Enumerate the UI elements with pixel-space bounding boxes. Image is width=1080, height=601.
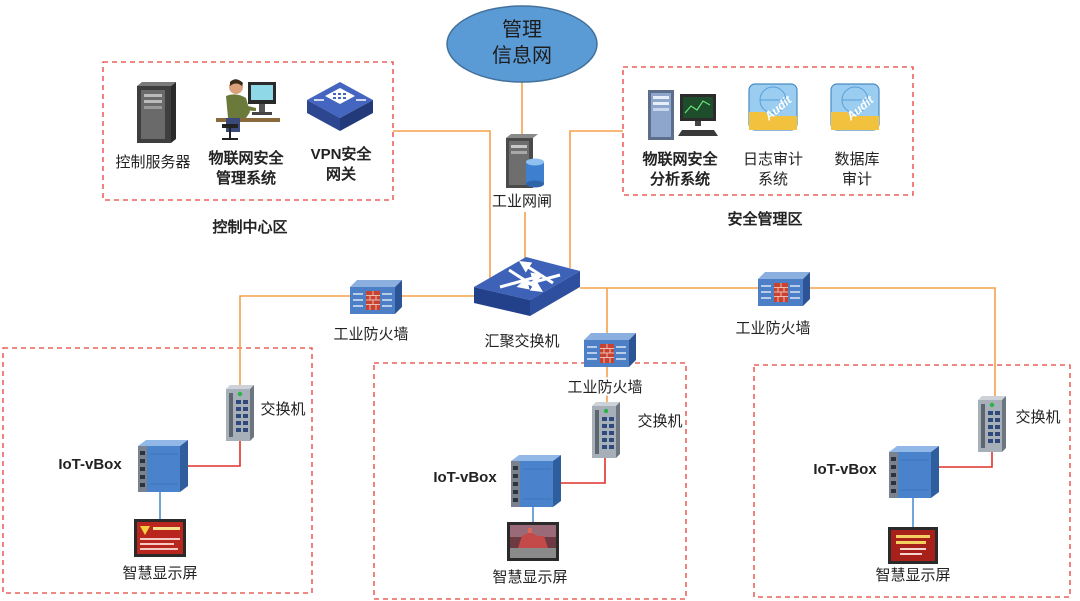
gatekeeper-server-icon [506,134,544,188]
site-left-border [2,347,313,594]
uplink-lines [239,82,996,406]
security-zone-title: 安全管理区 [727,210,802,228]
operator-workstation-icon [216,79,280,140]
firewall-center-label: 工业防火墙 [567,379,642,396]
iot-vbox-icon [138,440,188,492]
site-right-gateway-label: IoT-vBox [813,461,877,478]
management-system-label-line1: 物联网安全 [208,149,284,167]
access-switch-icon [978,396,1006,452]
site-center: 交换机 IoT-vBox 智慧显示屏 [431,402,685,588]
security-zone-border [622,66,914,196]
uplink-security-zone-to-core [569,130,623,268]
firewall-right-label: 工业防火墙 [735,320,810,337]
log-audit-label-line1: 日志审计 [743,151,803,168]
firewall-icon [584,333,636,367]
database-audit-label-line1: 数据库 [834,151,879,168]
control-server-label: 控制服务器 [115,154,190,171]
gateway-link-center [559,454,606,484]
database-audit-label-line2: 审计 [842,171,872,188]
site-center-border [373,362,687,600]
site-center-gateway-label: IoT-vBox [433,469,497,486]
core-switch-label: 汇聚交换机 [484,332,559,350]
site-left-display-label: 智慧显示屏 [122,564,197,582]
gateway-link-right [937,448,993,468]
smart-display-icon [134,519,186,557]
firewall-icon [758,272,810,306]
management-network-label-line2: 信息网 [492,44,552,67]
smart-display-icon [507,522,559,561]
analysis-workstation-icon [648,90,718,140]
site-center-display-label: 智慧显示屏 [492,568,567,586]
access-switch-icon [226,385,254,441]
access-switch-icon [592,402,620,458]
management-system-label-line2: 管理系统 [216,169,276,187]
vpn-gateway-label-line2: 网关 [326,165,356,183]
control-zone-title: 控制中心区 [212,218,287,236]
site-right-border [753,364,1071,598]
site-right: 交换机 IoT-vBox 智慧显示屏 [811,396,1063,586]
uplink-control-zone-to-core [393,130,491,278]
management-network-label-line1: 管理 [502,18,542,41]
site-left: 交换机 IoT-vBox 智慧显示屏 [56,385,308,584]
site-right-display-label: 智慧显示屏 [875,566,950,584]
firewall-left-label: 工业防火墙 [333,326,408,343]
vpn-gateway-icon [307,82,373,131]
gatekeeper-label: 工业网闸 [492,193,552,210]
iot-vbox-icon [511,455,561,507]
site-right-switch-label: 交换机 [1015,408,1060,426]
control-zone-border [102,61,394,201]
vpn-gateway-label-line1: VPN安全 [311,145,373,163]
smart-display-icon [888,527,938,564]
site-left-gateway-label: IoT-vBox [58,456,122,473]
site-center-switch-label: 交换机 [637,412,682,430]
firewall-icon [350,280,402,314]
audit-icon: Audit [748,83,798,131]
uplink-core-to-right-site [580,287,996,398]
iot-vbox-icon [889,446,939,498]
audit-icon: Audit [830,83,880,131]
server-tower-icon [137,82,176,143]
core-switch-icon [474,257,580,316]
management-network-cloud [446,5,598,83]
site-left-switch-label: 交换机 [260,400,305,418]
gateway-link-left [186,438,241,467]
analysis-system-label-line1: 物联网安全 [642,150,718,168]
analysis-system-label-line2: 分析系统 [650,170,710,188]
log-audit-label-line2: 系统 [758,171,788,188]
